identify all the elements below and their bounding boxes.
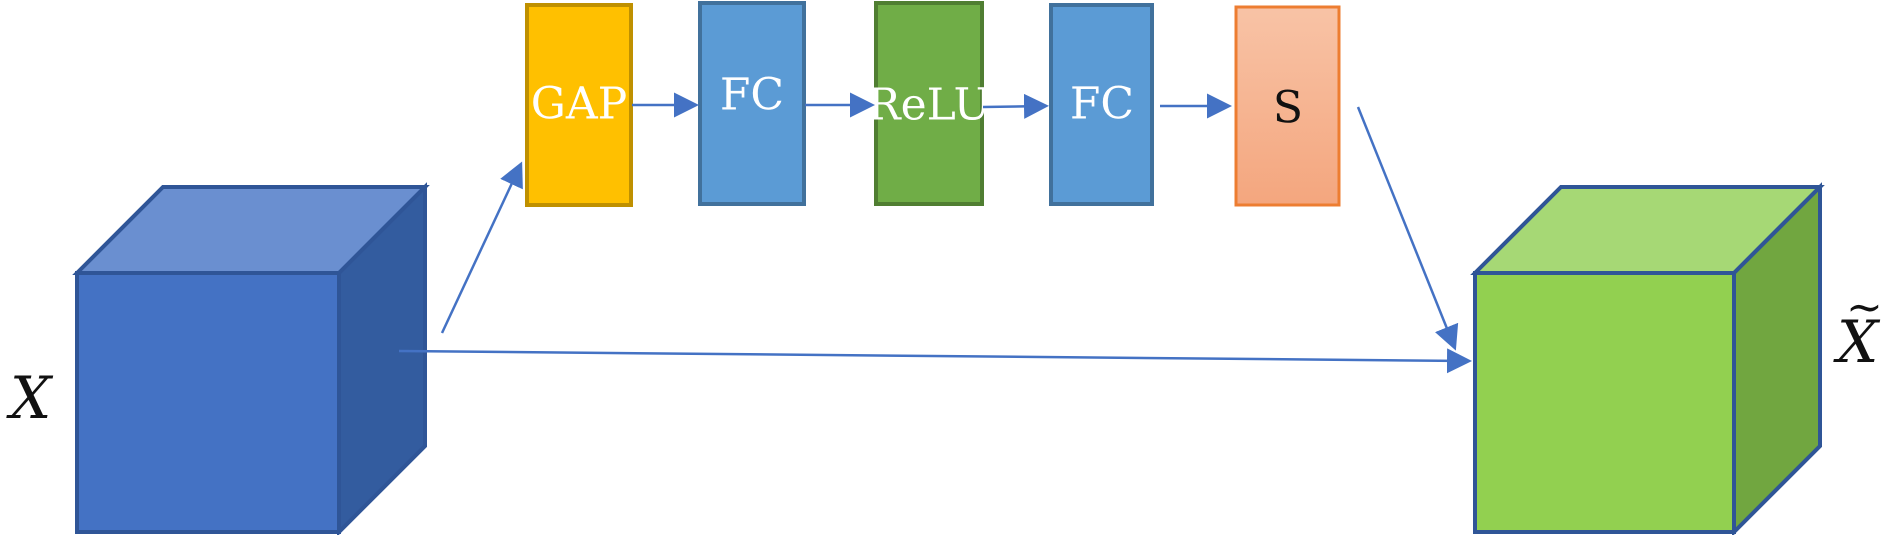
- gap-label: GAP: [531, 79, 628, 130]
- relu-label: ReLU: [867, 80, 990, 131]
- gap-box: [525, 3, 633, 207]
- block-s: S: [1234, 5, 1341, 207]
- fc-2-box: [1049, 3, 1154, 206]
- block-fc-1: FC: [698, 1, 806, 206]
- output-label-tilde: ~: [1846, 282, 1883, 333]
- input-cube: [72, 182, 430, 535]
- arrow-skip-connection: [398, 348, 1472, 374]
- arrow-relu-to-fc: [982, 93, 1049, 119]
- output-label: X: [1833, 308, 1881, 376]
- arrows: [398, 92, 1472, 374]
- fc-1-label: FC: [720, 70, 784, 121]
- s-label: S: [1273, 83, 1303, 134]
- input-label: X: [6, 364, 54, 432]
- output-label-group: X ~: [1833, 282, 1883, 376]
- output-cube: [1470, 182, 1825, 535]
- output-cube-front: [1473, 271, 1736, 534]
- relu-box: [874, 1, 984, 206]
- fc-2-label: FC: [1070, 79, 1134, 130]
- fc-1-box: [698, 1, 806, 206]
- block-relu: ReLU: [867, 1, 991, 206]
- arrow-s-to-output: [1356, 106, 1459, 351]
- s-box: [1234, 5, 1341, 207]
- block-fc-2: FC: [1049, 3, 1154, 206]
- arrow-input-to-gap: [440, 161, 523, 334]
- block-gap: GAP: [525, 3, 633, 207]
- input-cube-front: [75, 271, 341, 534]
